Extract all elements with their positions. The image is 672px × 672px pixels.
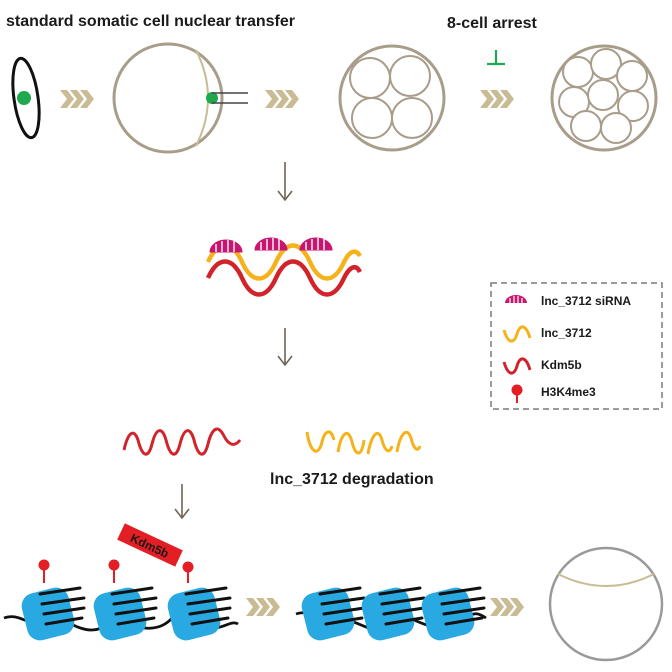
kdm5b-wave-icon (502, 357, 532, 375)
degradation-label: lnc_3712 degradation (270, 471, 434, 488)
eight-cell-embryo (550, 44, 658, 152)
h3k4me3-mark-2 (108, 559, 120, 571)
kdm5b-wave-complex (205, 259, 363, 297)
nucleosome-6 (421, 586, 486, 641)
final-cell (548, 546, 664, 662)
lnc-wave-icon (502, 325, 532, 343)
chevron-arrow-4 (246, 598, 280, 616)
arrest-label: 8-cell arrest (447, 15, 538, 32)
chevron-arrow-2 (265, 90, 299, 108)
donor-nucleus (206, 92, 218, 104)
down-arrow-1 (277, 162, 293, 202)
title-label: standard somatic cell nuclear transfer (6, 13, 295, 30)
sirna-lnc-kdm5b-complex (205, 237, 363, 297)
chevron-arrow-1 (60, 90, 94, 108)
sirna-dome-3 (299, 237, 333, 251)
kdm5b-enzyme: Kdm5b (117, 523, 183, 567)
h3k4me3-pin-icon (511, 384, 523, 403)
chevron-arrow-5 (490, 598, 524, 616)
somatic-nucleus (17, 91, 31, 105)
somatic-cell (11, 56, 41, 140)
nucleosome-1 (21, 559, 86, 641)
sirna-icon (505, 295, 527, 303)
h3k4me3-mark-3 (182, 561, 194, 573)
legend-box: lnc_3712 siRNA lnc_3712 Kdm5b H3K4me3 (490, 282, 663, 410)
oocyte (112, 42, 248, 154)
legend-label-h3k4me3: H3K4me3 (541, 385, 596, 399)
lnc-wave-complex (205, 243, 362, 281)
legend-label-kdm5b: Kdm5b (541, 358, 582, 372)
four-cell-embryo (338, 44, 446, 152)
nucleosome-5 (361, 586, 426, 641)
legend-label-sirna: lnc_3712 siRNA (541, 294, 631, 308)
kdm5b-wave-free (122, 427, 242, 456)
legend-label-lnc: lnc_3712 (541, 326, 592, 340)
sirna-dome-2 (254, 237, 288, 251)
down-arrow-2 (277, 328, 293, 367)
h3k4me3-mark-1 (38, 559, 50, 571)
inhibition-symbol (487, 50, 505, 66)
chevron-arrow-3 (480, 90, 514, 108)
nucleosome-2 (93, 559, 158, 641)
nucleosome-3 (167, 561, 232, 641)
lnc-degraded-fragments (305, 430, 422, 455)
nucleosome-4 (301, 586, 366, 641)
sirna-dome-1 (209, 239, 243, 253)
down-arrow-3 (174, 484, 190, 520)
